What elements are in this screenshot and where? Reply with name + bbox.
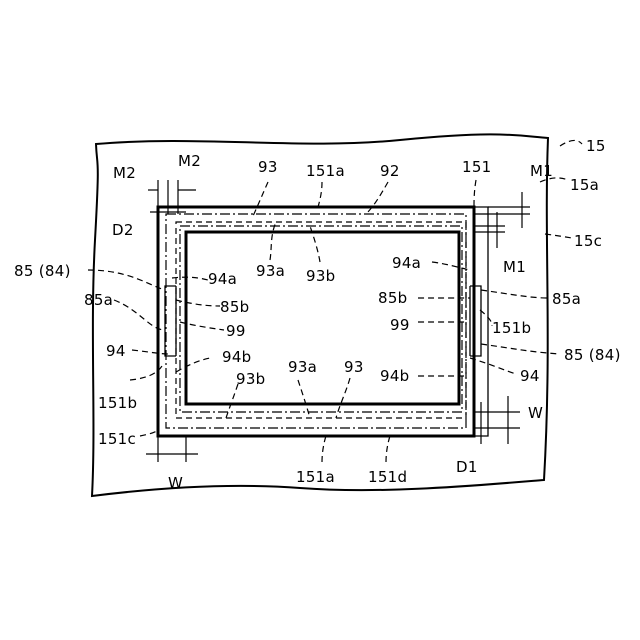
label-85-84-left: 85 (84) [14,262,71,280]
leader-94-right [470,358,516,374]
leader-151-top [474,180,476,207]
label-m2-right: M2 [178,152,201,170]
substrate-outline [92,134,548,496]
label-151d-bottom: 151d [368,468,407,486]
label-93a-bottom: 93a [288,358,317,376]
leader-85a-right [481,290,548,298]
label-m1-top: M1 [530,162,553,180]
label-93-bottom: 93 [344,358,364,376]
label-85a-left: 85a [84,291,113,309]
label-m1-bottom: M1 [503,258,526,276]
label-151a-bottom: 151a [296,468,335,486]
leader-85b-left [176,300,220,306]
leader-94-left [132,350,170,354]
label-151b-left: 151b [98,394,137,412]
label-85-84-right: 85 (84) [564,346,621,364]
label-94b-left: 94b [222,348,252,366]
label-15c: 15c [574,232,602,250]
leader-93-top [252,182,268,218]
label-94a-right: 94a [392,254,421,272]
dashdot-track-92 [166,214,466,428]
leader-151b-right [480,310,492,326]
label-94-left: 94 [106,342,126,360]
outer-frame-151 [158,207,474,436]
leader-151a-bottom [322,436,326,462]
label-99-left: 99 [226,322,246,340]
leader-92-top [366,182,388,214]
label-85b-right: 85b [378,289,408,307]
label-94b-right: 94b [380,367,410,385]
label-151b-right: 151b [492,319,531,337]
label-93-top: 93 [258,158,278,176]
left-conductor-85 [165,286,176,356]
leader-151c [140,430,158,436]
label-93b-top-inner: 93b [306,267,336,285]
label-151a-top: 151a [306,162,345,180]
label-151-top: 151 [462,158,492,176]
label-92-top: 92 [380,162,400,180]
label-151c: 151c [98,430,136,448]
leader-151a-top [318,182,322,207]
label-99-right: 99 [390,316,410,334]
leader-94a-left [172,277,208,280]
leader-15 [560,140,582,146]
label-15a: 15a [570,176,599,194]
leader-85-84-left [88,270,165,290]
label-94a-left: 94a [208,270,237,288]
label-d2: D2 [112,221,134,239]
label-85b-left: 85b [220,298,250,316]
dashed-track-93 [176,222,466,418]
label-94-right: 94 [520,367,540,385]
label-w-right: W [528,404,543,422]
leader-151d-bottom [386,436,390,462]
leader-93b-bottom [226,384,238,418]
leader-93a-top [270,222,276,260]
label-d1: D1 [456,458,478,476]
label-15: 15 [586,137,606,155]
label-93b-left: 93b [236,370,266,388]
leader-94b-left [176,358,210,372]
label-93a-top-inner: 93a [256,262,285,280]
label-m2-left: M2 [113,164,136,182]
leader-15c [545,234,572,238]
label-w-bottom: W [168,474,183,492]
label-85a-right: 85a [552,290,581,308]
leader-94a-right [432,262,470,270]
